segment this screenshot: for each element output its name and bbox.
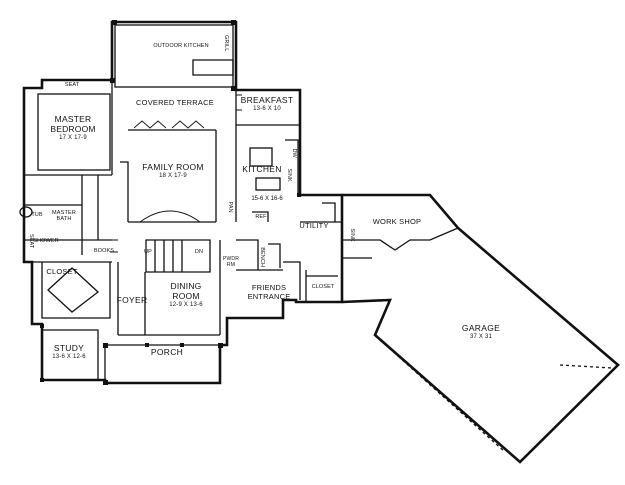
powder-room-label: PWDR RM [222,256,240,269]
dining-room-dim: 12-9 X 13-6 [169,301,203,308]
utility-label: UTILITY [299,221,329,230]
pantry-label: PAN [227,201,234,213]
master-bath-line2: BATH [56,216,72,223]
master-bedroom-name-2: BEDROOM [50,123,96,134]
study-name: STUDY [53,343,85,353]
breakfast-dim: 13-6 X 10 [253,105,281,112]
family-room-label: FAMILY ROOM 18 X 17-9 [142,162,204,180]
bench-label: BENCH [259,247,266,268]
family-room-dim: 18 X 17-9 [159,172,187,179]
tub-label: TUB [31,212,43,218]
foyer-label: FOYER [116,295,148,305]
study-label: STUDY 13-6 X 12-6 [52,343,86,361]
master-bedroom-dim: 17 X 17-9 [59,134,87,141]
friends-entrance-label: FRIENDS ENTRANCE [247,283,291,301]
work-shop-label: WORK SHOP [372,217,422,226]
shower-label: SHOWER [33,238,59,244]
dining-room-line1: DINING [170,281,202,291]
outdoor-kitchen-label: OUTDOOR KITCHEN [153,43,209,49]
study-dim: 13-6 X 12-6 [52,353,86,360]
porch-label: PORCH [150,347,184,357]
covered-terrace-label: COVERED TERRACE [136,98,214,107]
garage-label: GARAGE 37 X 31 [461,323,501,341]
garage-name: GARAGE [461,323,501,333]
ref-label: REF [255,214,267,220]
exterior-walls [22,20,620,464]
dining-room-label: DINING ROOM 12-9 X 13-6 [169,281,203,308]
master-bath-label: MASTER BATH [52,210,76,223]
closet-small-label: CLOSET [311,284,335,290]
family-room-name: FAMILY ROOM [142,162,204,172]
stairs-down-label: DN [194,249,204,255]
utility-sink-label: SINK [349,228,356,242]
window-marks [110,94,242,253]
friends-entrance-line2: ENTRANCE [247,291,291,301]
interior-walls [19,24,613,453]
dw-label: DW [291,148,298,158]
kitchen-sink-label: SINK [286,168,293,182]
columns [40,20,301,385]
friends-entrance-line1: FRIENDS [251,283,287,292]
powder-room-line2: RM [226,261,236,268]
kitchen-name: KITCHEN [242,164,282,174]
master-bedroom-name-1: MASTER [54,114,92,124]
master-bath-line1: MASTER [51,210,77,216]
seat-bath-label: SEAT [28,233,35,249]
garage-dim: 37 X 31 [469,333,493,340]
kitchen-dim: 15-6 X 16-6 [251,196,283,202]
closet-master-label: CLOSET [46,267,78,276]
master-bedroom-label: MASTER BEDROOM 17 X 17-9 [50,114,96,141]
grill-label: GRILL [223,34,230,52]
stairs-up-label: UP [144,249,152,255]
breakfast-label: BREAKFAST 13-6 X 10 [240,95,294,113]
books-label: BOOKS [93,248,115,254]
powder-room-line1: PWDR [222,256,240,262]
breakfast-name: BREAKFAST [240,95,294,105]
dining-room-line2: ROOM [172,290,200,301]
seat-label: SEAT [64,82,80,88]
